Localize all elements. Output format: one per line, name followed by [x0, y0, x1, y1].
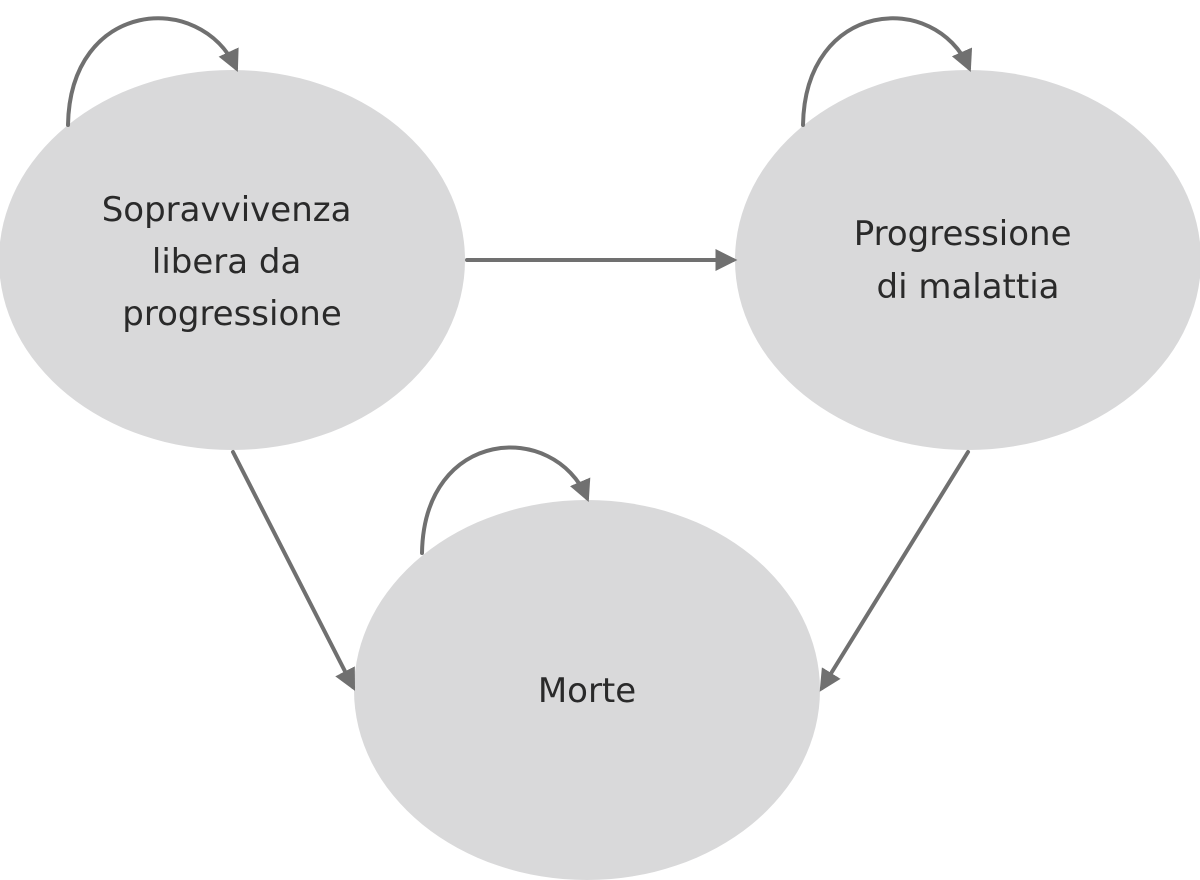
self-loop-pfs — [66, 16, 239, 127]
label-pfs-line-3: progressione — [122, 294, 342, 334]
label-progression-line-2: di malattia — [876, 267, 1059, 307]
label-progression: Progressione di malattia — [854, 214, 1083, 307]
label-progression-line-1: Progressione — [854, 214, 1072, 254]
self-loop-death — [420, 445, 591, 555]
label-death: Morte — [538, 671, 636, 711]
arrow-progression-to-death — [819, 450, 970, 692]
node-pfs — [0, 70, 465, 450]
label-pfs: Sopravvivenza libera da progressione — [102, 190, 363, 334]
node-progression — [735, 70, 1200, 450]
label-pfs-line-1: Sopravvivenza — [102, 190, 352, 230]
label-pfs-line-2: libera da — [152, 242, 301, 282]
self-loop-progression — [801, 16, 973, 127]
label-death-line-1: Morte — [538, 671, 636, 711]
node-death — [354, 500, 820, 880]
arrow-pfs-to-death — [231, 450, 356, 691]
